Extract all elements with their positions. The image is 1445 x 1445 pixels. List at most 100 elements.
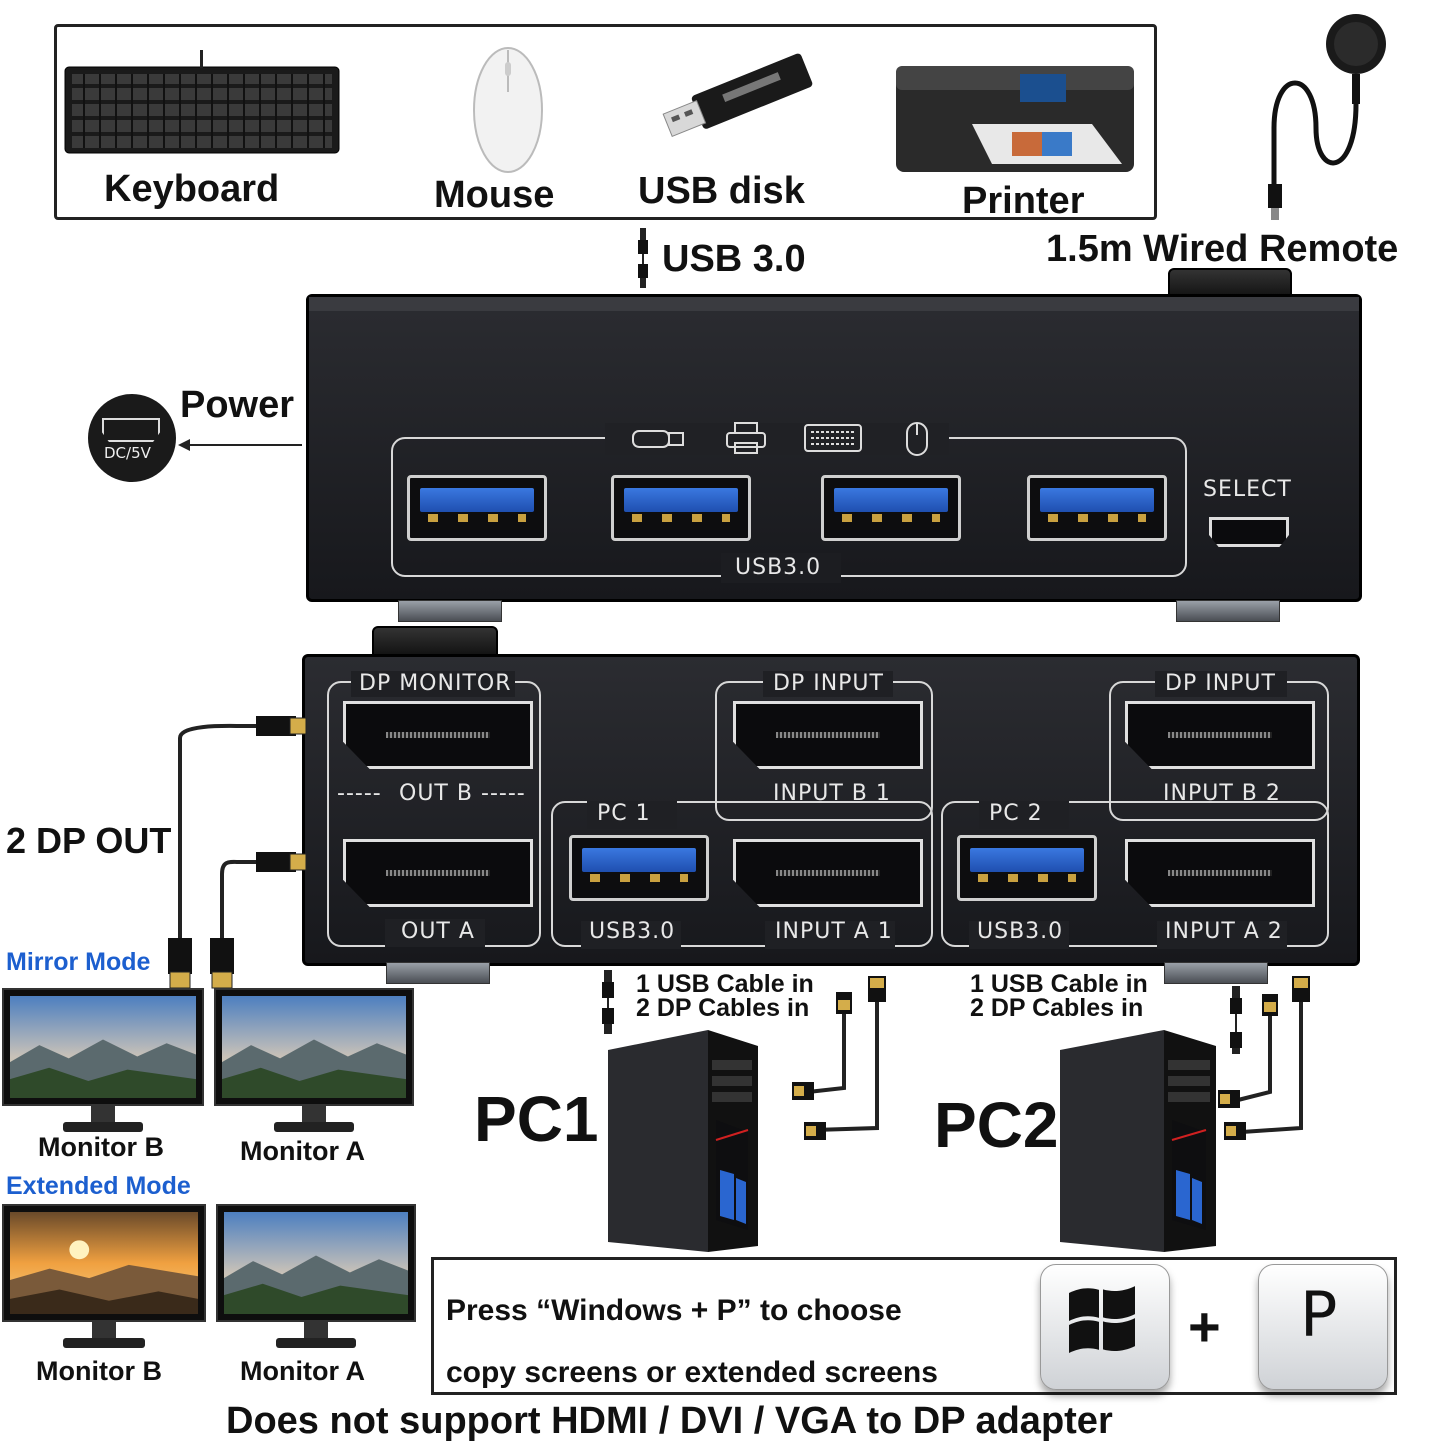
keyboard-small-icon xyxy=(803,423,863,453)
windows-key-icon xyxy=(1040,1264,1170,1390)
input-a2-label-bg xyxy=(1157,921,1287,949)
back-foot-left xyxy=(386,962,490,984)
mouse-label: Mouse xyxy=(434,174,555,216)
dp-input-1-label-bg xyxy=(763,671,893,697)
mirror-monitor-b-label: Monitor B xyxy=(38,1132,164,1162)
peripherals-box xyxy=(54,24,1157,220)
printer-small-icon xyxy=(725,421,767,455)
select-label: SELECT xyxy=(1203,477,1292,502)
extended-monitor-a xyxy=(216,1204,416,1350)
input-a1-port[interactable] xyxy=(733,839,923,907)
pc1-cable-text-2: 2 DP Cables in xyxy=(636,994,810,1022)
pc2-panel-label: PC 2 xyxy=(989,801,1043,826)
extended-mode-label: Extended Mode xyxy=(6,1172,191,1200)
mirror-monitor-b xyxy=(2,988,204,1134)
footer-note: Does not support HDMI / DVI / VGA to DP … xyxy=(226,1400,1113,1442)
power-port-shape xyxy=(102,418,160,442)
input-b2-label: INPUT B 2 xyxy=(1163,781,1281,806)
p-key-label: P xyxy=(1300,1278,1338,1351)
printer-icon xyxy=(892,52,1140,180)
pc2-label-bg xyxy=(979,801,1069,829)
out-b-dashes-left: ----- xyxy=(337,781,382,806)
dp-input-2-label: DP INPUT xyxy=(1165,671,1276,696)
input-b1-label: INPUT B 1 xyxy=(773,781,891,806)
pc2-usb-port[interactable] xyxy=(957,835,1097,901)
keyboard-cable xyxy=(200,50,203,68)
usb-cable-icon xyxy=(636,228,650,288)
pc2-label: PC2 xyxy=(934,1089,1059,1161)
mirror-mode-label: Mirror Mode xyxy=(6,948,151,976)
printer-label: Printer xyxy=(962,180,1085,222)
pc1-cable-text-1: 1 USB Cable in xyxy=(636,970,814,998)
front-usb-port-2[interactable] xyxy=(611,475,751,541)
dp-out-a-port[interactable] xyxy=(343,839,533,907)
shortcut-box xyxy=(431,1257,1397,1395)
power-port-label: DC/5V xyxy=(104,444,151,462)
dp-input-1-label: DP INPUT xyxy=(773,671,884,696)
pc1-cables xyxy=(600,968,890,1144)
dp-out-label: 2 DP OUT xyxy=(6,820,172,861)
input-a2-label: INPUT A 2 xyxy=(1165,919,1283,944)
front-top-edge xyxy=(309,297,1359,311)
power-port-icon xyxy=(88,394,176,482)
shortcut-line-1: Press “Windows + P” to choose xyxy=(446,1294,902,1327)
mirror-monitor-a xyxy=(214,988,414,1134)
out-a-label: OUT A xyxy=(401,919,475,944)
extended-monitor-b xyxy=(2,1204,206,1350)
dp-input-2-label-bg xyxy=(1155,671,1287,697)
dp-out-b-port[interactable] xyxy=(343,701,533,769)
pc2-cable-text-2: 2 DP Cables in xyxy=(970,994,1144,1022)
out-a-label-bg xyxy=(385,919,485,947)
dp-monitor-label-bg xyxy=(351,671,515,697)
wired-remote-icon xyxy=(1266,8,1396,228)
pc2-tower-icon xyxy=(1060,1020,1216,1252)
input-a1-label-bg xyxy=(765,921,895,949)
pc1-label-bg xyxy=(587,801,677,829)
usb-disk-icon xyxy=(654,52,816,142)
pc1-tower-icon xyxy=(608,1020,758,1252)
input-b1-port[interactable] xyxy=(733,701,923,769)
back-foot-right xyxy=(1164,962,1268,984)
extended-monitor-b-label: Monitor B xyxy=(36,1356,162,1386)
select-port[interactable] xyxy=(1209,517,1289,547)
keyboard-icon xyxy=(64,66,340,154)
usb-disk-label: USB disk xyxy=(638,170,805,212)
shortcut-line-2: copy screens or extended screens xyxy=(446,1356,938,1389)
usb30-cable-label: USB 3.0 xyxy=(662,238,806,280)
front-foot-right xyxy=(1176,600,1280,622)
pc2-cables xyxy=(1216,972,1316,1148)
p-key xyxy=(1258,1264,1388,1390)
pc1-label: PC1 xyxy=(474,1083,599,1155)
pc1-panel-label: PC 1 xyxy=(597,801,651,826)
pc2-outline xyxy=(941,801,1329,947)
front-icon-strip xyxy=(605,423,949,455)
usb-stick-icon xyxy=(631,425,687,451)
pc2-usb-label: USB3.0 xyxy=(977,919,1064,944)
front-usb-port-1[interactable] xyxy=(407,475,547,541)
mirror-monitor-a-label: Monitor A xyxy=(240,1136,365,1166)
pc1-outline xyxy=(551,801,933,947)
kvm-back-panel: DP MONITOR ----- OUT B ----- OUT A DP IN… xyxy=(302,654,1360,966)
usb-label-bg xyxy=(721,553,841,583)
front-foot-left xyxy=(398,600,502,622)
keyboard-label: Keyboard xyxy=(104,168,280,210)
input-b2-port[interactable] xyxy=(1125,701,1315,769)
pc1-usb-label: USB3.0 xyxy=(589,919,676,944)
front-usb-port-4[interactable] xyxy=(1027,475,1167,541)
pc2-cable-text-1: 1 USB Cable in xyxy=(970,970,1148,998)
mouse-small-icon xyxy=(905,421,929,457)
front-usb-port-3[interactable] xyxy=(821,475,961,541)
power-label: Power xyxy=(180,384,295,426)
pc2-usb-label-bg xyxy=(969,921,1069,949)
pc1-usb-label-bg xyxy=(581,921,681,949)
power-arrow xyxy=(178,438,304,452)
kvm-front-panel: USB3.0 SELECT xyxy=(306,294,1362,602)
extended-monitor-a-label: Monitor A xyxy=(240,1356,365,1386)
dp-out-cables xyxy=(160,710,310,1000)
front-usb-label: USB3.0 xyxy=(735,555,822,580)
input-a1-label: INPUT A 1 xyxy=(775,919,893,944)
input-a2-port[interactable] xyxy=(1125,839,1315,907)
out-b-label: OUT B xyxy=(399,781,473,806)
pc1-usb-port[interactable] xyxy=(569,835,709,901)
out-b-dashes-right: ----- xyxy=(481,781,526,806)
